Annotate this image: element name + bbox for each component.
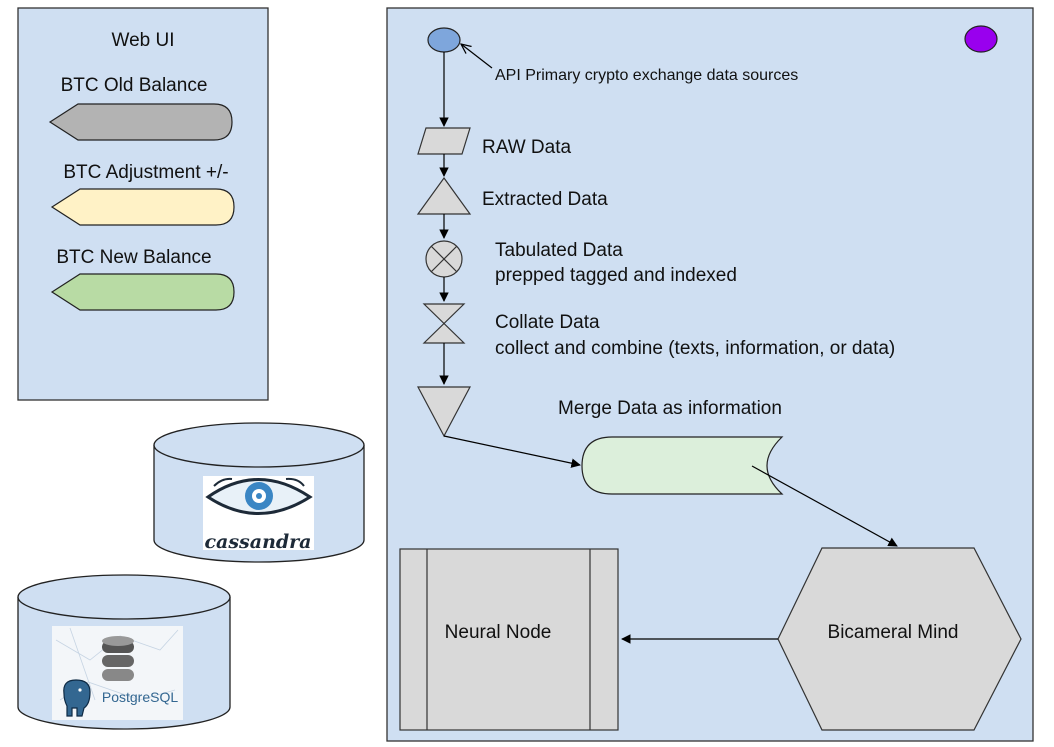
postgres-cylinder-top xyxy=(17,574,231,620)
collate-data-description: collect and combine (texts, information,… xyxy=(495,338,895,359)
database-stack-icon xyxy=(102,636,134,681)
tabulated-data-description: prepped tagged and indexed xyxy=(495,265,737,286)
tabulated-data-node[interactable] xyxy=(425,240,463,278)
collate-data-title: Collate Data xyxy=(495,312,600,333)
status-node[interactable] xyxy=(964,25,998,53)
cassandra-database: cassandra xyxy=(153,422,365,563)
postgresql-database: PostgreSQL xyxy=(17,574,231,730)
legend-label-old-balance: BTC Old Balance xyxy=(61,75,208,96)
bicameral-mind-label: Bicameral Mind xyxy=(828,622,959,643)
raw-data-label: RAW Data xyxy=(482,137,571,158)
legend-display-shape-new-balance xyxy=(50,273,235,311)
merged-information-store[interactable] xyxy=(581,436,784,495)
data-flow-panel: API Primary crypto exchange data sources… xyxy=(386,7,1034,742)
collate-data-node[interactable] xyxy=(422,303,466,344)
legend-display-shape-old-balance xyxy=(48,103,233,141)
extracted-data-label: Extracted Data xyxy=(482,189,608,210)
source-label: API Primary crypto exchange data sources xyxy=(495,67,798,84)
legend-display-shape-adjustment xyxy=(50,188,235,226)
neural-node[interactable] xyxy=(399,548,619,731)
connector-store-to-bicameral xyxy=(751,465,898,547)
merge-data-label: Merge Data as information xyxy=(558,398,782,419)
neural-node-label: Neural Node xyxy=(445,622,552,643)
postgres-logo-text: PostgreSQL xyxy=(102,689,178,705)
merge-data-node[interactable] xyxy=(417,386,471,438)
raw-data-node[interactable] xyxy=(417,127,471,155)
legend-label-adjustment: BTC Adjustment +/- xyxy=(63,162,228,183)
postgresql-elephant-icon xyxy=(63,679,91,717)
data-source-node[interactable] xyxy=(427,27,461,53)
cassandra-cylinder-top xyxy=(153,422,365,468)
connector-merge-to-stored-data xyxy=(443,435,581,468)
source-annotation-pointer xyxy=(461,44,493,69)
postgresql-logo: PostgreSQL xyxy=(52,626,183,720)
legend-label-new-balance: BTC New Balance xyxy=(56,247,211,268)
cassandra-logo-text: cassandra xyxy=(204,531,311,553)
cassandra-logo: cassandra xyxy=(203,476,314,553)
cassandra-eye-icon xyxy=(205,477,313,515)
web-ui-panel: Web UI BTC Old Balance BTC Adjustment +/… xyxy=(17,7,269,401)
tabulated-data-title: Tabulated Data xyxy=(495,240,623,261)
web-ui-title: Web UI xyxy=(111,30,174,51)
